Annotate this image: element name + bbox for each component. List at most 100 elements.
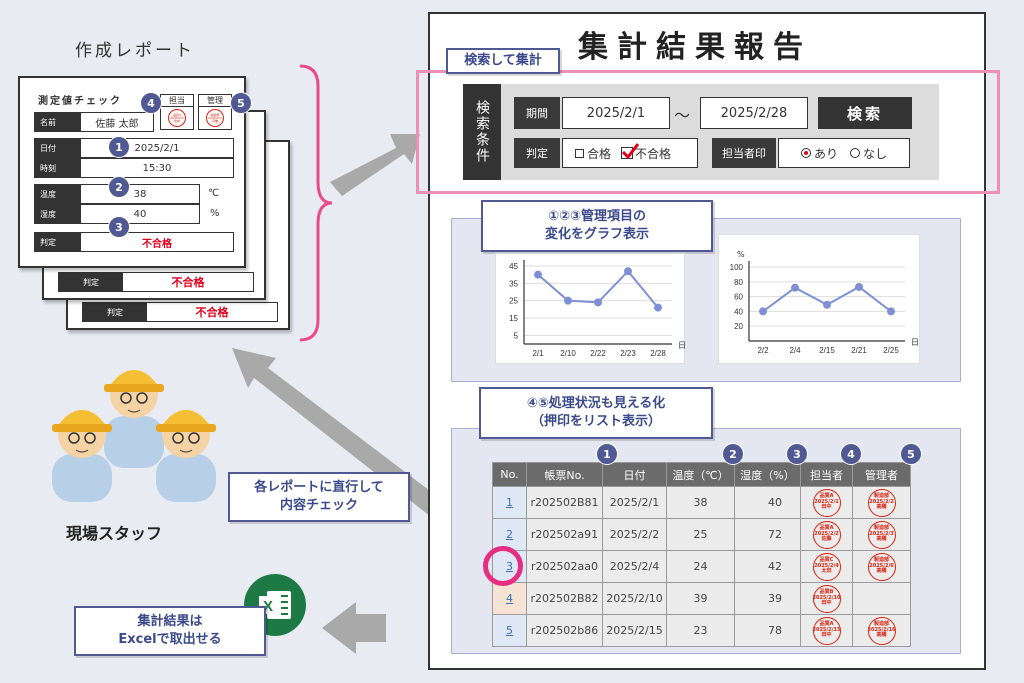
badge-2: 2 [108, 176, 130, 198]
search-highlight [416, 70, 1000, 194]
date-to-input[interactable]: 2025/2/28 [700, 97, 808, 129]
pass-checkbox[interactable] [575, 148, 584, 158]
stamp-icon: 製造部 2025/2/3 高橋 [867, 520, 896, 549]
y-tick-label: 5 [514, 331, 519, 340]
worker-icon [52, 410, 112, 502]
cell-s2: 製造部 2025/2/16 高橋 [852, 614, 911, 647]
col-badge-2: 2 [722, 443, 744, 465]
arrow-right-icon [330, 134, 420, 196]
worker-icon [156, 410, 216, 502]
worker-icon [104, 370, 164, 468]
yes-radio[interactable] [800, 148, 811, 158]
graph-label: ①②③管理項目の 変化をグラフ表示 [481, 200, 713, 252]
data-point [654, 303, 662, 312]
badge-3: 3 [108, 216, 130, 238]
col-header: 温度（℃） [666, 462, 735, 487]
x-tick-label: 2/25 [883, 346, 899, 355]
stamp-icon: 製造部 2025/2/2 高橋 [206, 109, 224, 127]
date-from-input[interactable]: 2025/2/1 [562, 97, 670, 129]
search-button[interactable]: 検索 [818, 97, 912, 129]
row-highlight-circle [483, 546, 523, 586]
cell-s2: 製造部 2025/2/3 高橋 [852, 518, 911, 551]
y-unit-label: % [737, 250, 745, 259]
no-radio[interactable] [850, 148, 860, 158]
pass-label: 合格 [587, 146, 612, 161]
report-card-front[interactable]: 測定値チェック 名前 佐藤 太郎 担当 品質A 2025/2/1 田中 管理 製… [18, 76, 252, 268]
y-tick-label: 25 [509, 297, 518, 306]
badge-1: 1 [108, 136, 130, 158]
stamp-icon: 品質B 2025/2/10 田中 [812, 584, 841, 613]
col-header: 日付 [602, 462, 667, 487]
cell-s2 [852, 582, 911, 615]
arrow-left-icon [322, 602, 386, 654]
stamp-icon: 品質A 2025/2/15 田中 [812, 616, 841, 645]
cell-date: 2025/2/15 [602, 614, 667, 647]
y-tick-label: 80 [734, 278, 743, 287]
staff-label: 現場スタッフ [66, 524, 163, 543]
check-icon [621, 143, 640, 159]
stamp-icon: 製造部 2025/2/2 高橋 [867, 488, 896, 517]
col-header: 担当者 [800, 462, 853, 487]
search-label: 検索して集計 [446, 48, 560, 74]
col-header: 管理者 [852, 462, 911, 487]
y-tick-label: 40 [734, 307, 743, 316]
x-tick-label: 2/2 [757, 346, 769, 355]
data-point [887, 307, 895, 316]
period-label: 期間 [514, 97, 560, 129]
judge-row: 判定 不合格 [34, 232, 234, 252]
cell-s1: 品質B 2025/2/10 田中 [800, 582, 853, 615]
data-point [855, 282, 863, 291]
hum-unit: % [210, 208, 220, 219]
report-title: 集計結果報告 [578, 30, 812, 65]
y-tick-label: 35 [509, 279, 518, 288]
cell-temp: 39 [666, 582, 735, 615]
cell-hum: 39 [734, 582, 801, 615]
y-tick-label: 60 [734, 293, 743, 302]
stamp-box-tanto: 担当 品質A 2025/2/1 田中 [160, 94, 194, 130]
hum-row: 湿度 40 [34, 204, 200, 224]
direct-check-label: 各レポートに直行して 内容チェック [228, 472, 410, 522]
y-tick-label: 20 [734, 322, 743, 331]
search-cond-label: 検索条件 [463, 84, 501, 180]
stamp-label: 担当者印 [712, 138, 776, 168]
cell-s1: 品質A 2025/2/15 田中 [800, 614, 853, 647]
col-header: No. [492, 462, 527, 487]
stamp-icon: 品質A 2025/2/1 田中 [812, 488, 841, 517]
fail-label: 不合格 [635, 146, 672, 161]
x-tick-label: 2/28 [650, 349, 666, 358]
x-tick-label: 2/15 [819, 346, 835, 355]
workers-illustration [52, 370, 216, 502]
data-point [624, 267, 632, 276]
x-tick-label: 2/4 [789, 346, 801, 355]
svg-text:X: X [263, 598, 273, 615]
col-badge-3: 3 [786, 443, 808, 465]
cell-form: r202502b86 [526, 614, 603, 647]
stamp-box-kanri: 管理 製造部 2025/2/2 高橋 [198, 94, 232, 130]
cell-hum: 40 [734, 486, 801, 519]
row-link[interactable]: 1 [492, 486, 527, 519]
badge-5: 5 [230, 92, 252, 114]
y-tick-label: 100 [730, 263, 744, 272]
col-badge-5: 5 [900, 443, 922, 465]
x-tick-label: 2/21 [851, 346, 867, 355]
name-row: 名前 佐藤 太郎 [34, 112, 154, 132]
x-tick-label: 2/1 [532, 349, 544, 358]
brace-icon [299, 64, 333, 342]
cell-date: 2025/2/10 [602, 582, 667, 615]
row-link[interactable]: 4 [492, 582, 527, 615]
row-link[interactable]: 5 [492, 614, 527, 647]
time-row: 時刻 15:30 [34, 158, 234, 178]
stamp-options: あり なし [778, 138, 910, 168]
y-tick-label: 15 [509, 314, 518, 323]
fail-checkbox[interactable] [621, 143, 640, 159]
no-label: なし [863, 146, 888, 161]
